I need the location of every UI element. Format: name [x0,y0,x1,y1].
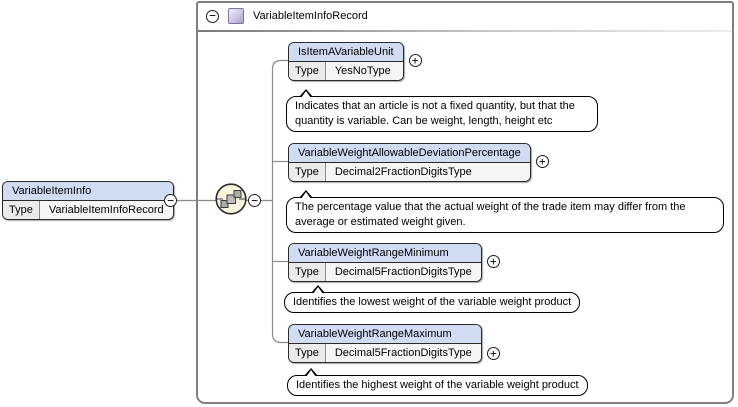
element-name: IsItemAVariableUnit [289,43,403,62]
type-row: Type YesNoType [289,62,403,80]
type-value: Decimal5FractionDigitsType [325,344,481,362]
type-value: VariableItemInfoRecord [39,201,173,219]
annotation-bubble: Indicates that an article is not a fixed… [286,89,598,132]
expand-toggle-icon[interactable]: + [535,155,549,168]
type-value: Decimal2FractionDigitsType [325,163,530,181]
type-label: Type [3,201,40,219]
element-node-variableweightrangemaximum[interactable]: VariableWeightRangeMaximum Type Decimal5… [288,324,482,363]
expand-toggle-icon[interactable]: + [486,347,500,360]
sequence-icon[interactable] [215,183,247,215]
collapse-toggle-icon[interactable]: − [248,194,261,207]
annotation-bubble: The percentage value that the actual wei… [286,190,724,233]
container-title: VariableItemInfoRecord [253,10,368,22]
element-name: VariableWeightAllowableDeviationPercenta… [289,144,530,163]
type-value: YesNoType [325,62,403,80]
type-value: Decimal5FractionDigitsType [325,263,481,281]
type-label: Type [289,263,326,281]
element-name: VariableItemInfo [3,182,173,201]
expand-toggle-icon[interactable]: + [408,54,422,67]
header-separator [198,30,732,32]
expand-toggle-icon[interactable]: + [486,255,500,268]
type-label: Type [289,62,326,80]
container-header: − VariableItemInfoRecord [206,8,368,24]
type-label: Type [289,344,326,362]
element-node-variableweightallowabledeviationpercentage[interactable]: VariableWeightAllowableDeviationPercenta… [288,143,531,182]
element-name: VariableWeightRangeMaximum [289,325,481,344]
annotation-bubble: Identifies the highest weight of the var… [287,368,588,396]
element-node-isitemavariableunit[interactable]: IsItemAVariableUnit Type YesNoType [288,42,404,81]
type-row: Type VariableItemInfoRecord [3,201,173,219]
type-label: Type [289,163,326,181]
element-node-root[interactable]: VariableItemInfo Type VariableItemInfoRe… [2,181,174,220]
element-name: VariableWeightRangeMinimum [289,244,481,263]
collapse-toggle-icon[interactable]: − [206,9,219,23]
annotation-bubble: Identifies the lowest weight of the vari… [284,285,581,313]
record-icon [228,8,244,24]
type-row: Type Decimal2FractionDigitsType [289,163,530,181]
type-row: Type Decimal5FractionDigitsType [289,263,481,281]
element-node-variableweightrangeminimum[interactable]: VariableWeightRangeMinimum Type Decimal5… [288,243,482,282]
type-row: Type Decimal5FractionDigitsType [289,344,481,362]
collapse-toggle-icon[interactable]: − [164,194,177,207]
